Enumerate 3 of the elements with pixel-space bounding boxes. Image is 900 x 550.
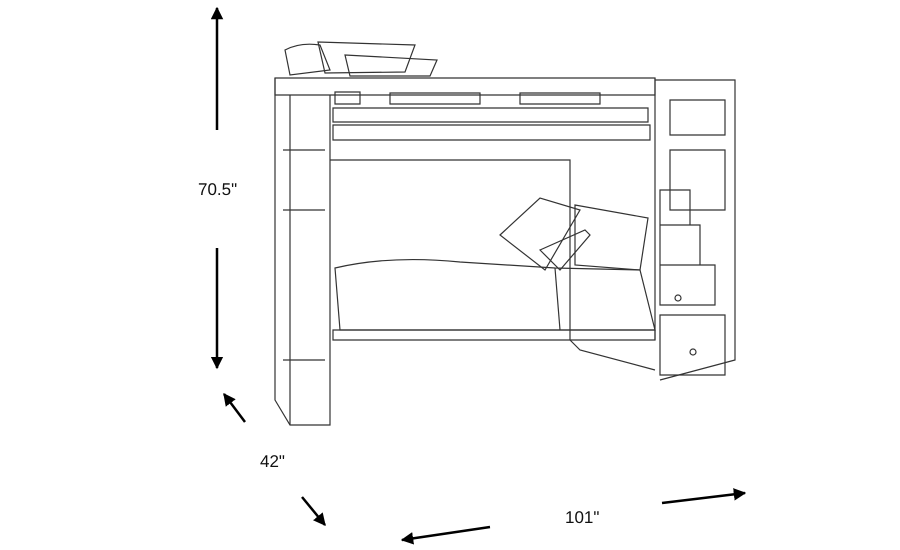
dimension-label: 101"	[565, 508, 600, 528]
dimension-label: 42"	[260, 452, 285, 472]
dimension-label: 70.5"	[198, 180, 238, 200]
